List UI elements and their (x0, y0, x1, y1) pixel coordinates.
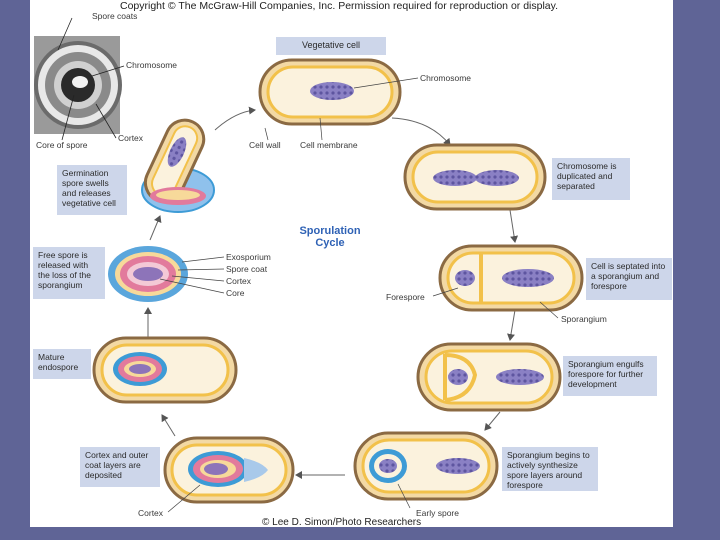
mature-endospore-cell (92, 336, 238, 404)
germinating-spore (141, 118, 215, 213)
septated-cell (432, 244, 584, 319)
synthesize-caption: Sporangium begins to actively synthesize… (502, 447, 598, 491)
free-cortex-label: Cortex (226, 276, 252, 286)
free-spore-caption: Free spore is released with the loss of … (33, 247, 105, 299)
mature-caption: Mature endospore (33, 349, 91, 379)
cycle-title: Sporulation Cycle (285, 225, 375, 249)
vegetative-chromosome-label: Chromosome (420, 73, 472, 83)
forespore-label: Forespore (386, 292, 425, 302)
engulfing-cell (416, 342, 562, 412)
cell-wall-label: Cell wall (249, 140, 281, 150)
cortex-deposit-cell (163, 436, 295, 513)
vegetative-cell (258, 58, 419, 141)
photo-label-cortex: Cortex (118, 133, 144, 143)
sporangium-label: Sporangium (561, 314, 607, 324)
exosporium-label: Exosporium (226, 252, 271, 262)
spore-micrograph (34, 17, 125, 141)
photo-credit: © Lee D. Simon/Photo Researchers (262, 517, 422, 528)
early-spore-cell (353, 431, 499, 509)
cortex-coat-caption: Cortex and outer coat layers are deposit… (80, 447, 160, 487)
duplicated-cell (403, 143, 547, 211)
engulfs-caption: Sporangium engulfs forespore for further… (563, 356, 657, 396)
vegetative-cell-label: Vegetative cell (276, 37, 386, 55)
copyright-notice: Copyright © The McGraw-Hill Companies, I… (120, 0, 559, 12)
cycle-title-line2: Cycle (315, 237, 345, 249)
germination-caption: Germination spore swells and releases ve… (57, 165, 127, 215)
cycle-title-line1: Sporulation (299, 225, 361, 237)
duplicated-caption: Chromosome is duplicated and separated (552, 158, 630, 200)
cycle-arrows (144, 106, 519, 479)
early-spore-label: Early spore (416, 508, 459, 518)
cortex-deposit-label: Cortex (138, 508, 164, 518)
photo-label-chromosome: Chromosome (126, 60, 178, 70)
photo-label-spore-coats: Spore coats (92, 11, 138, 21)
free-spore (108, 246, 225, 302)
photo-label-core-of-spore: Core of spore (36, 140, 88, 150)
cell-membrane-label: Cell membrane (300, 140, 358, 150)
core-label: Core (226, 288, 245, 298)
septated-caption: Cell is septated into a sporangium and f… (586, 258, 672, 300)
spore-coat-label: Spore coat (226, 264, 268, 274)
